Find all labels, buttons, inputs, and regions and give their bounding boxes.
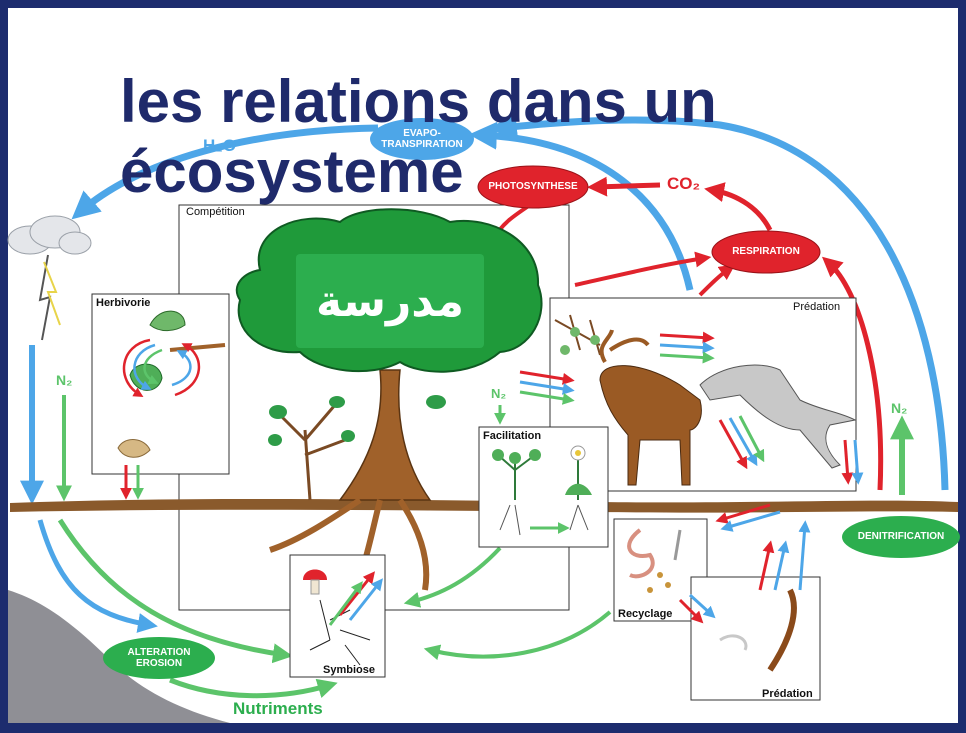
- denitrification-label: DENITRIFICATION: [857, 531, 945, 543]
- h2o-arrow: [71, 124, 379, 220]
- sapling: [268, 395, 446, 501]
- recyclage-return-arrow: [423, 610, 612, 661]
- photosynthese-oval-shape: [477, 165, 589, 209]
- evapotranspiration-oval-shape: [370, 118, 474, 160]
- denitrification-oval-shape: [842, 516, 960, 558]
- title-line-1: les relations dans un: [120, 68, 717, 135]
- nutrient-arrow-left: [57, 518, 293, 664]
- herbivorie-label: Herbivorie: [96, 297, 151, 309]
- rock: [8, 590, 230, 723]
- n2-label-center: N₂: [491, 386, 507, 401]
- alteration-erosion-label: ALTERATION EROSION: [127, 646, 191, 670]
- n2-label-right: N₂: [891, 400, 908, 416]
- evapo-arrow-inner: [468, 121, 694, 291]
- h2o-label: H₂O: [203, 136, 237, 155]
- co2-to-photosynthese-arrow: [587, 176, 661, 197]
- predation-bottom-panel: [690, 520, 821, 701]
- respiration-oval-shape: [711, 230, 821, 274]
- cloud: [7, 215, 92, 341]
- n2-label-left: N₂: [56, 372, 73, 388]
- photosynthese-label: PHOTOSYNTHESE: [488, 181, 578, 193]
- predation-top-panel: [549, 297, 864, 492]
- recyclage-panel: [613, 518, 708, 622]
- nutriments-label: Nutriments: [233, 699, 323, 718]
- facilitation-panel: [478, 426, 609, 548]
- recyclage-label: Recyclage: [618, 608, 673, 620]
- nutriments-arrow: [169, 677, 338, 699]
- evapo-arrow-outer: [488, 112, 949, 491]
- co2-label: CO₂: [667, 174, 701, 193]
- animal-respiration-arrow: [698, 264, 736, 297]
- predation-top-label: Prédation: [793, 301, 841, 313]
- evapotranspiration-label: EVAPO- TRANSPIRATION: [381, 127, 463, 151]
- herbivorie-panel: [91, 293, 230, 500]
- alteration-oval-shape: [103, 637, 215, 679]
- competition-label: Compétition: [186, 206, 245, 218]
- respiration-to-co2-arrow: [704, 182, 773, 232]
- respiration-label: RESPIRATION: [732, 246, 800, 258]
- facilitation-label: Facilitation: [483, 430, 542, 442]
- facilitation-return-arrow: [403, 546, 502, 608]
- symbiose-label: Symbiose: [323, 664, 375, 676]
- predation-bottom-label: Prédation: [762, 688, 813, 700]
- watermark-logo: مدرسة: [296, 254, 484, 348]
- soil-respiration-arrow: [821, 256, 884, 491]
- runoff-arrow: [37, 519, 158, 633]
- symbiose-panel: [289, 554, 386, 678]
- title-line-2: écosysteme: [120, 138, 464, 205]
- tree-respiration-arrow: [574, 251, 712, 287]
